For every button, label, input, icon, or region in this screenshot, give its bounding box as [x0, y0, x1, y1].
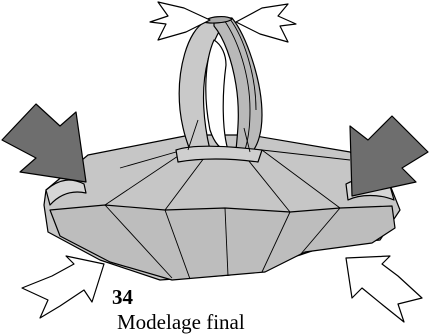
- arrow-pinch-bottom-right-icon: [346, 256, 422, 322]
- arrow-pinch-top-right-icon: [236, 4, 296, 42]
- hat-crown: [176, 17, 262, 162]
- arrow-push-right-icon: [350, 116, 428, 196]
- arrow-push-left-icon: [2, 104, 86, 182]
- step-caption: Modelage final: [117, 312, 245, 333]
- arrow-pinch-bottom-left-icon: [22, 256, 104, 318]
- step-number: 34: [112, 287, 133, 308]
